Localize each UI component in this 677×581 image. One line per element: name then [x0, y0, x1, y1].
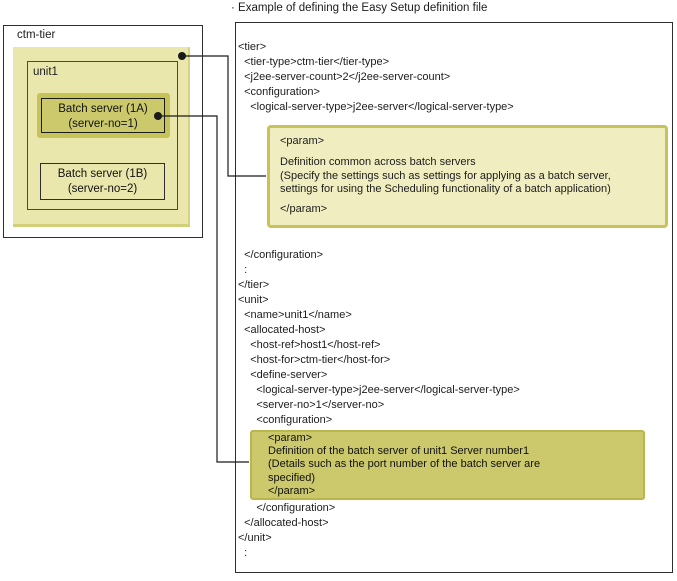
page-title: · Example of defining the Easy Setup def…	[231, 2, 488, 14]
ctm-tier-label: ctm-tier	[17, 29, 56, 41]
param-common-description: Definition common across batch servers (…	[280, 156, 611, 195]
param-callout-server1: <param> Definition of the batch server o…	[250, 430, 645, 500]
batch-server-1a-detail: (server-no=1)	[68, 118, 138, 130]
unit1-label: unit1	[33, 66, 58, 78]
xml-code-unit-section: </configuration> : </tier> <unit> <name>…	[238, 249, 520, 426]
param-callout-common: <param> Definition common across batch s…	[267, 125, 668, 228]
batch-server-1b-name: Batch server (1B)	[57, 168, 148, 180]
param-open-tag: <param>	[280, 135, 325, 147]
xml-code-tier-open: <tier> <tier-type>ctm-tier</tier-type> <…	[238, 41, 514, 113]
param-server1-description: <param> Definition of the batch server o…	[268, 432, 541, 497]
batch-server-1a-box: Batch server (1A) (server-no=1)	[41, 98, 165, 133]
xml-code-closing-tags: </configuration> </allocated-host> </uni…	[238, 502, 336, 559]
batch-server-1b-detail: (server-no=2)	[67, 183, 138, 195]
batch-server-1b-box: Batch server (1B) (server-no=2)	[40, 163, 165, 200]
param-close-tag: </param>	[280, 202, 328, 215]
batch-server-1a-name: Batch server (1A)	[58, 103, 148, 115]
